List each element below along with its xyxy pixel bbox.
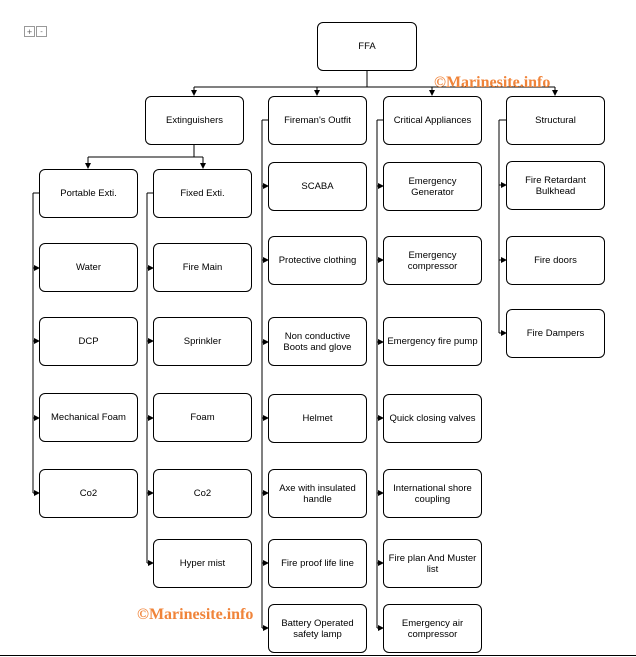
appliance-item-node: Emergency Generator xyxy=(383,162,482,211)
outfit-item-node: Non conductive Boots and glove xyxy=(268,317,367,366)
zoom-controls: + - xyxy=(24,26,47,37)
bottom-divider xyxy=(0,655,636,656)
fixed-extinguisher-node: Fixed Exti. xyxy=(153,169,252,218)
zoom-in-button[interactable]: + xyxy=(24,26,35,37)
outfit-item-node: Protective clothing xyxy=(268,236,367,285)
portable-item-node: Water xyxy=(39,243,138,292)
category-structural: Structural xyxy=(506,96,605,145)
portable-item-node: DCP xyxy=(39,317,138,366)
portable-item-node: Mechanical Foam xyxy=(39,393,138,442)
portable-extinguisher-node: Portable Exti. xyxy=(39,169,138,218)
outfit-item-node: Battery Operated safety lamp xyxy=(268,604,367,653)
watermark-bottom: ©Marinesite.info xyxy=(137,606,254,623)
structural-item-node: Fire Dampers xyxy=(506,309,605,358)
outfit-item-node: Axe with insulated handle xyxy=(268,469,367,518)
fixed-item-node: Sprinkler xyxy=(153,317,252,366)
appliance-item-node: Quick closing valves xyxy=(383,394,482,443)
outfit-item-node: Helmet xyxy=(268,394,367,443)
fixed-item-node: Co2 xyxy=(153,469,252,518)
category-critical-appliances: Critical Appliances xyxy=(383,96,482,145)
outfit-item-node: Fire proof life line xyxy=(268,539,367,588)
zoom-out-button[interactable]: - xyxy=(36,26,47,37)
fixed-item-node: Fire Main xyxy=(153,243,252,292)
root-node: FFA xyxy=(317,22,417,71)
appliance-item-node: Fire plan And Muster list xyxy=(383,539,482,588)
appliance-item-node: International shore coupling xyxy=(383,469,482,518)
watermark-top: ©Marinesite.info xyxy=(434,74,551,91)
fixed-item-node: Hyper mist xyxy=(153,539,252,588)
fixed-item-node: Foam xyxy=(153,393,252,442)
category-firemans-outfit: Fireman's Outfit xyxy=(268,96,367,145)
structural-item-node: Fire Retardant Bulkhead xyxy=(506,161,605,210)
category-extinguishers: Extinguishers xyxy=(145,96,244,145)
appliance-item-node: Emergency compressor xyxy=(383,236,482,285)
portable-item-node: Co2 xyxy=(39,469,138,518)
appliance-item-node: Emergency fire pump xyxy=(383,317,482,366)
outfit-item-node: SCABA xyxy=(268,162,367,211)
appliance-item-node: Emergency air compressor xyxy=(383,604,482,653)
structural-item-node: Fire doors xyxy=(506,236,605,285)
